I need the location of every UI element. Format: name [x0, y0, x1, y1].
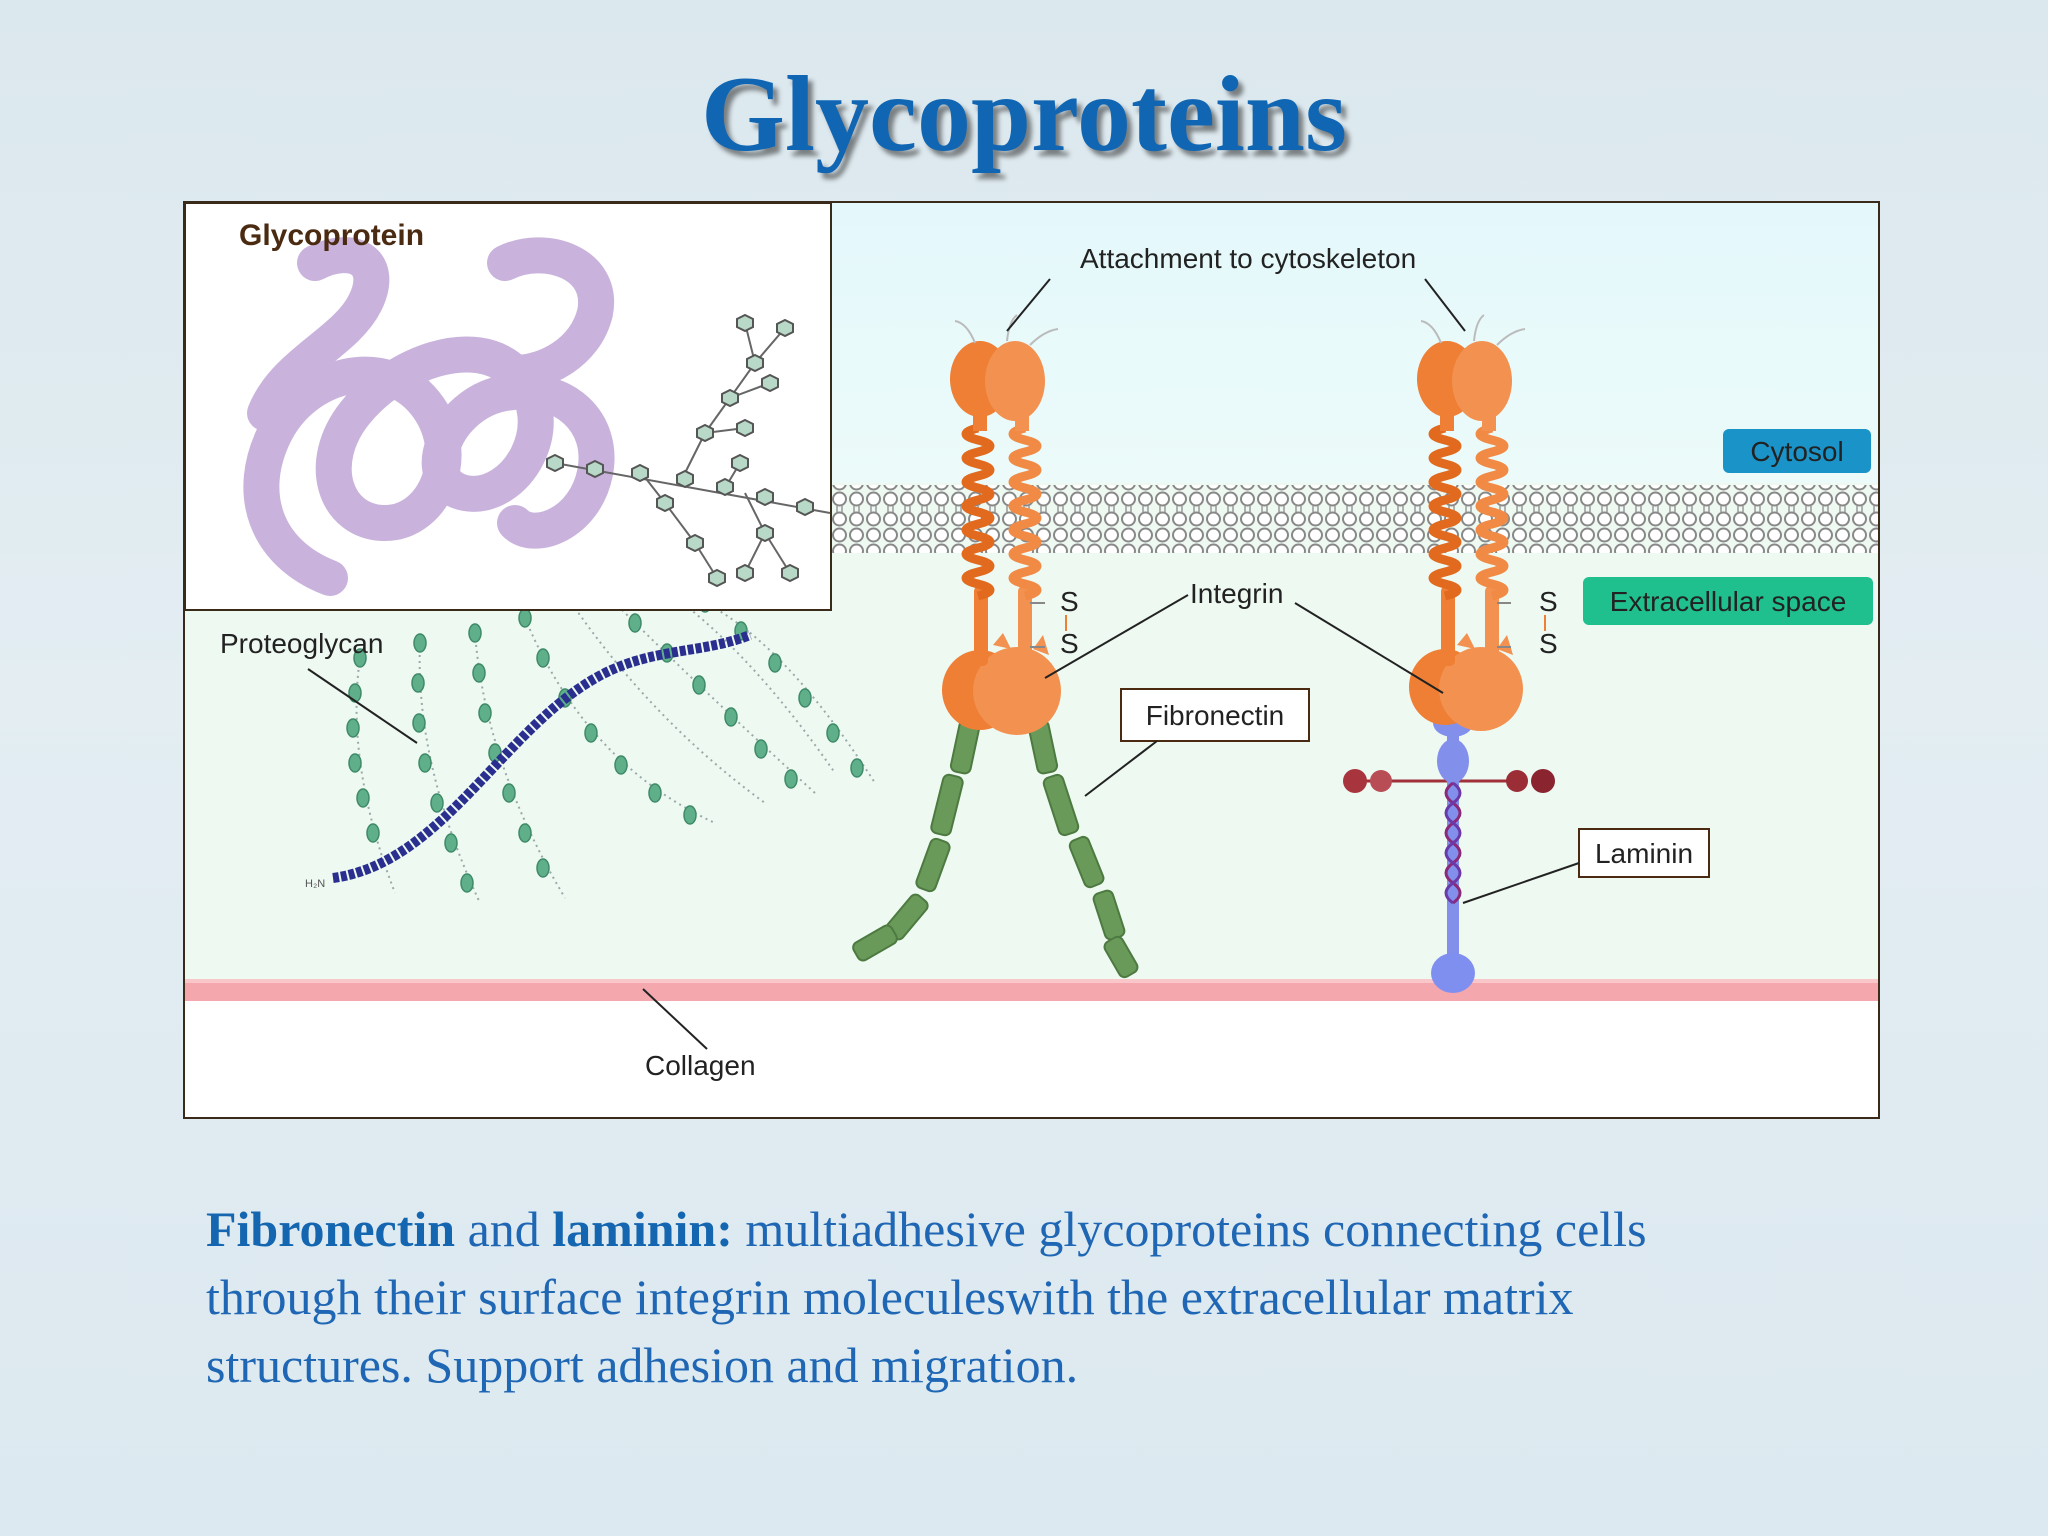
label-attachment: Attachment to cytoskeleton [1080, 243, 1416, 274]
cytosol-badge [1723, 429, 1871, 473]
disulfide-s-bottom: S [1060, 628, 1079, 659]
label-cytosol: Cytosol [1750, 436, 1843, 467]
label-collagen: Collagen [645, 1050, 756, 1081]
integrin-left: S S [852, 314, 1139, 979]
label-fibronectin: Fibronectin [1146, 700, 1285, 731]
caption-line2: through their surface integrin molecules… [206, 1269, 1574, 1325]
caption-term-laminin: laminin: [552, 1201, 733, 1257]
disulfide-s-bottom-right: S [1539, 628, 1558, 659]
disulfide-s-top-right: S [1539, 586, 1558, 617]
proteoglycan-core [332, 630, 752, 883]
glycoprotein-diagram: S S [183, 201, 1880, 1119]
caption-line3: structures. Support adhesion and migrati… [206, 1337, 1079, 1393]
proteoglycan: H₂N [305, 582, 876, 904]
label-extracellular: Extracellular space [1610, 586, 1847, 617]
lipid-bilayer [829, 485, 1878, 553]
integrin-right: S S [1343, 314, 1558, 993]
label-laminin: Laminin [1595, 838, 1693, 869]
disulfide-s-top: S [1060, 586, 1079, 617]
basement-region [185, 983, 1878, 1117]
inset-label: Glycoprotein [239, 219, 424, 252]
slide-title: Glycoproteins [701, 55, 1347, 174]
fibronectin-strand [852, 719, 1139, 979]
extracellular-badge [1583, 577, 1873, 625]
caption-term-fibronectin: Fibronectin [206, 1201, 456, 1257]
caption-line1: multiadhesive glycoproteins connecting c… [732, 1201, 1647, 1257]
glycoprotein-inset: Glycoprotein [185, 203, 832, 611]
caption: Fibronectin and laminin: multiadhesive g… [206, 1195, 1846, 1399]
diagram-canvas: S S [185, 203, 1878, 1117]
label-integrin: Integrin [1190, 578, 1283, 609]
label-layer: Attachment to cytoskeleton Cytosol Extra… [220, 243, 1873, 1081]
label-proteoglycan: Proteoglycan [220, 628, 383, 659]
caption-and: and [455, 1201, 553, 1257]
svg-text:H₂N: H₂N [305, 878, 325, 890]
